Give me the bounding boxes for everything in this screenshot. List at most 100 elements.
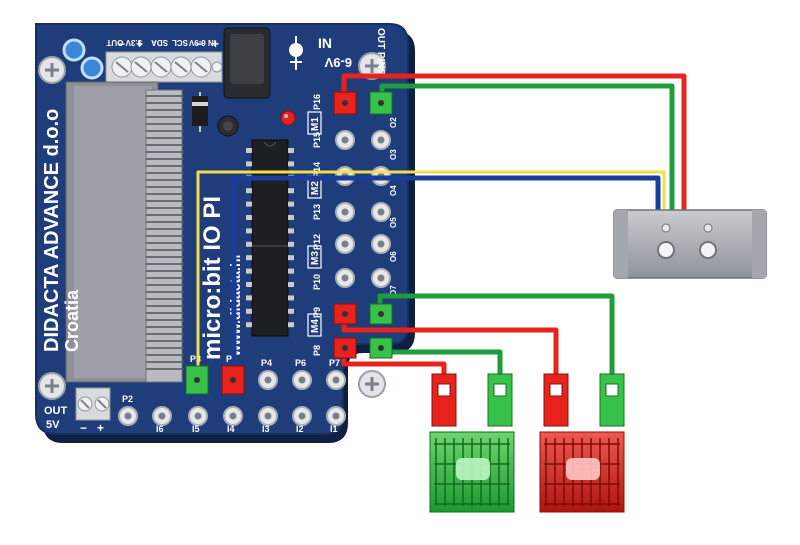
ic-leg (288, 161, 294, 167)
status-led (280, 110, 296, 126)
ic-leg (288, 241, 294, 247)
screw-top-right (358, 52, 386, 80)
ic-leg (288, 148, 294, 153)
label-in-6-9v: IN 6-9V (188, 38, 216, 47)
sensor-module (613, 209, 767, 279)
ic-leg (246, 148, 252, 153)
screw-bottom-right (358, 370, 386, 398)
capacitor-1 (62, 38, 86, 62)
label-power-in: IN (318, 35, 332, 51)
dc-jack (223, 27, 271, 99)
bottom-pin-label: I1 (330, 424, 338, 434)
diode (192, 92, 208, 132)
bottom-pin-label: I2 (296, 424, 304, 434)
microbit-edge-connector (65, 81, 184, 383)
ic-leg (246, 268, 252, 274)
green-lamp-module (429, 373, 515, 513)
ic-leg (288, 255, 294, 261)
ic-leg (288, 295, 294, 301)
side-pin-label: P9 (312, 307, 322, 318)
power-in-symbol: IN 6-9V (289, 35, 352, 70)
ic-leg (246, 241, 252, 247)
ic-leg (246, 255, 252, 261)
label-in-minus: − (196, 37, 203, 51)
bottom-pin-label-top: P6 (295, 358, 306, 368)
motor-label: M4 (310, 319, 321, 333)
screw-bottom-left (38, 372, 66, 400)
board-connectors (185, 91, 393, 395)
ic-leg (246, 322, 252, 328)
label-bottom-minus: − (80, 421, 87, 435)
label-in-pins: IN PINS (358, 405, 398, 417)
company-name: DIDACTA ADVANCE d.o.o (41, 109, 63, 352)
motor-label-box (307, 245, 322, 269)
label-out-pins: OUT PINS (375, 28, 386, 76)
bottom-pin-label: P2 (122, 394, 133, 404)
label-bottom-plus: + (97, 421, 104, 435)
label-bottom-out: OUT (44, 405, 68, 417)
label-sda: SDA (151, 38, 168, 47)
label-scl: SCL (172, 38, 188, 47)
ic-leg (288, 188, 294, 194)
ic-leg (288, 215, 294, 220)
wire-yellow-sensor (196, 170, 666, 374)
bottom-pin-label: I5 (192, 424, 200, 434)
bottom-pin-label-top: P7 (329, 358, 340, 368)
ic-leg (288, 308, 294, 314)
bottom-pin-label: I3 (262, 424, 270, 434)
ic-leg (288, 268, 294, 274)
ic-leg (288, 322, 294, 328)
label-power-voltage: 6-9V (324, 55, 352, 70)
ic-leg (246, 295, 252, 301)
capacitor-2 (80, 56, 104, 80)
ic-leg (246, 282, 252, 287)
label-out-plus: + (136, 37, 143, 51)
top-terminal-block (105, 51, 223, 83)
bottom-pin-label: I4 (227, 424, 235, 434)
motor-label: M1 (310, 117, 321, 131)
reset-button (217, 115, 239, 137)
side-pin-label: P14 (312, 162, 322, 178)
label-3v3-out: 3.3V OUT (106, 38, 142, 47)
bottom-pin-label: I6 (156, 424, 164, 434)
ic-leg (288, 228, 294, 234)
product-name: micro:bit IO PI (199, 196, 226, 360)
wire-blue-sensor (231, 175, 661, 374)
ic-leg (246, 188, 252, 194)
wire-red-motor-module (341, 73, 687, 210)
out-pin-label: O2 (389, 117, 398, 128)
ic-leg (246, 161, 252, 167)
motor-label: M2 (310, 181, 321, 195)
bottom-pin-label-top: P4 (261, 358, 272, 368)
ic-leg (246, 308, 252, 314)
side-pin-label: P10 (312, 274, 322, 290)
ic-leg (246, 201, 252, 207)
label-out-minus: − (118, 37, 125, 51)
motor-label-box (307, 313, 322, 337)
out-pin-label: O6 (389, 251, 398, 262)
io-board: 3.3V OUT SDA SCL IN 6-9V − + − + IN 6-9V (35, 23, 415, 443)
label-in-plus: + (212, 37, 219, 51)
side-pin-label: P16 (312, 94, 322, 110)
label-bottom-5v: 5V (46, 419, 60, 431)
company-country: Croatia (62, 289, 82, 352)
motor-label: M3 (310, 251, 321, 265)
out-pin-label: O7 (389, 285, 398, 296)
ic-leg (246, 228, 252, 234)
side-pin-label: P8 (312, 345, 322, 356)
ic-leg (288, 282, 294, 287)
wire-green-motor-module (379, 83, 675, 210)
side-pin-label: P15 (312, 132, 322, 148)
out-pin-label: O4 (389, 185, 398, 196)
out-pin-label: O5 (389, 217, 398, 228)
out-pin-label: O3 (389, 149, 398, 160)
ic-chip (246, 139, 294, 337)
screw-top-left (38, 56, 66, 84)
red-lamp-module (539, 373, 625, 513)
bottom-terminal-block (75, 387, 111, 421)
bottom-pin-label-top: P3 (190, 354, 201, 364)
side-pin-label: P13 (312, 204, 322, 220)
motor-label-box (307, 111, 322, 135)
